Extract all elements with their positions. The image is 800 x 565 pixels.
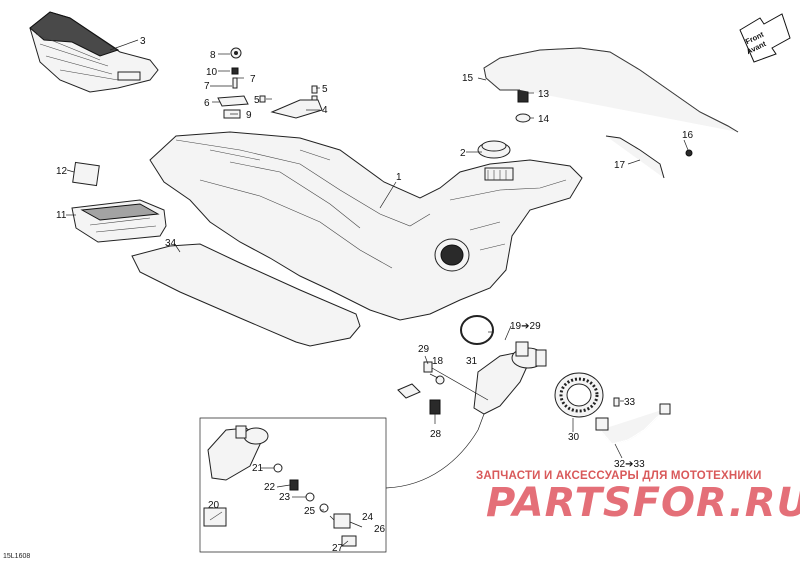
washer-part xyxy=(435,375,445,385)
callout-30: 30 xyxy=(568,432,580,443)
pump-detail-box xyxy=(199,417,479,553)
callout-27: 27 xyxy=(332,543,344,554)
callout-2: 2 xyxy=(460,148,466,159)
vent-valve-part xyxy=(515,87,531,123)
label-sticker-part xyxy=(72,161,100,187)
callout-32-33: 32➔33 xyxy=(614,459,645,470)
callout-5a: 5 xyxy=(322,84,328,95)
callout-19-29: 19➔29 xyxy=(510,321,541,332)
callout-13: 13 xyxy=(538,89,550,100)
watermark-brand: PARTSFOR.RU xyxy=(486,480,800,526)
callout-6: 6 xyxy=(204,98,210,109)
callout-22: 22 xyxy=(264,482,276,493)
callout-17: 17 xyxy=(614,160,626,171)
callout-10: 10 xyxy=(206,67,218,78)
front-arrow: Front Avant xyxy=(739,13,791,63)
callout-12: 12 xyxy=(56,166,68,177)
access-panel-part xyxy=(71,199,167,243)
oring-part xyxy=(460,315,494,345)
fuel-pump-part xyxy=(473,341,547,431)
callout-33: 33 xyxy=(624,397,636,408)
callout-28: 28 xyxy=(430,429,442,440)
lock-ring-part xyxy=(554,372,604,418)
callout-3: 3 xyxy=(140,36,146,47)
fuel-tank-part xyxy=(149,131,583,321)
callout-26: 26 xyxy=(374,524,386,535)
callout-34: 34 xyxy=(165,238,177,249)
callout-labels: 1 2 3 4 5 5 6 7 7 8 9 10 11 12 13 14 15 … xyxy=(56,36,694,554)
callout-15: 15 xyxy=(462,73,474,84)
leader-lines xyxy=(66,39,689,547)
callout-23: 23 xyxy=(279,492,291,503)
drain-hose-part xyxy=(605,135,665,179)
diagram-code: 15L1608 xyxy=(3,553,31,560)
cap-bolt-part xyxy=(230,47,318,104)
callout-4: 4 xyxy=(322,105,328,116)
callout-7b: 7 xyxy=(204,81,210,92)
callout-8: 8 xyxy=(210,50,216,61)
callout-7a: 7 xyxy=(250,74,256,85)
callout-25: 25 xyxy=(304,506,316,517)
callout-21: 21 xyxy=(252,463,264,474)
clamp-part xyxy=(685,149,693,157)
mat-part xyxy=(131,243,361,347)
callout-20: 20 xyxy=(208,500,220,511)
callout-11: 11 xyxy=(56,210,67,221)
fuel-cap-part xyxy=(477,140,511,159)
callout-9: 9 xyxy=(246,110,252,121)
callout-5b: 5 xyxy=(254,95,260,106)
fitting-part xyxy=(423,361,433,373)
fuel-line-part xyxy=(595,397,671,445)
callout-31: 31 xyxy=(466,356,478,367)
watermark-tagline: ЗАПЧАСТИ И АКСЕССУАРЫ ДЛЯ МОТОТЕХНИКИ xyxy=(476,470,762,482)
callout-29: 29 xyxy=(418,344,430,355)
sensor-part xyxy=(397,383,441,415)
seat-part xyxy=(29,11,159,93)
callout-18: 18 xyxy=(432,356,444,367)
callout-14: 14 xyxy=(538,114,550,125)
callout-16: 16 xyxy=(682,130,694,141)
callout-1: 1 xyxy=(396,172,402,183)
callout-24: 24 xyxy=(362,512,374,523)
